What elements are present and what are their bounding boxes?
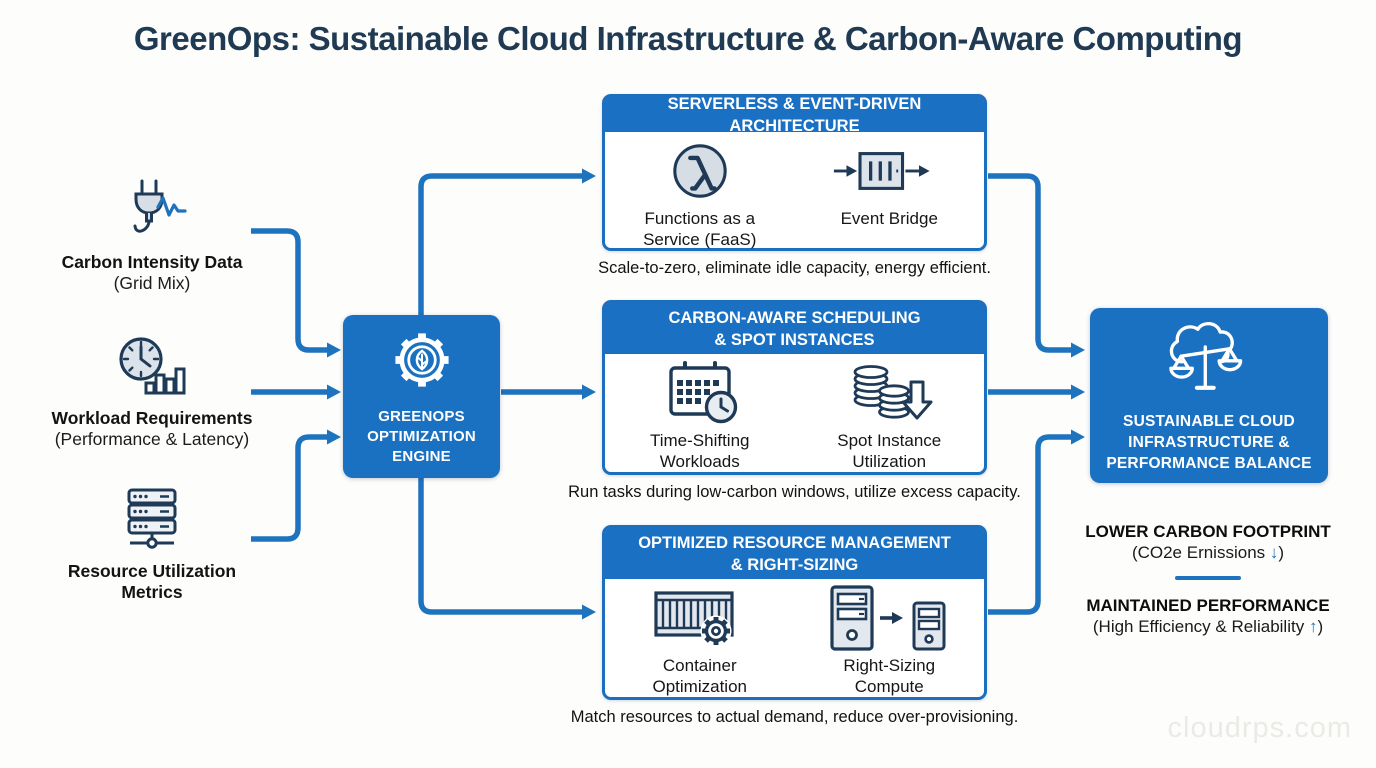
coins-down-arrow-icon bbox=[795, 356, 985, 430]
box-header: OPTIMIZED RESOURCE MANAGEMENT & RIGHT-SI… bbox=[605, 528, 984, 579]
input-label: Workload Requirements bbox=[51, 408, 253, 428]
item-label-line1: Event Bridge bbox=[840, 209, 938, 228]
box-header: CARBON-AWARE SCHEDULING & SPOT INSTANCES bbox=[605, 303, 984, 354]
clock-bars-icon bbox=[32, 330, 272, 402]
benefit-title: LOWER CARBON FOOTPRINT bbox=[1085, 522, 1331, 541]
plug-pulse-icon bbox=[32, 174, 272, 246]
input-label: Resource Utilization bbox=[67, 561, 237, 581]
gear-leaf-icon bbox=[389, 327, 455, 398]
event-bridge-icon bbox=[795, 134, 985, 208]
connector-engine-serverless bbox=[418, 168, 596, 315]
carbon-aware-scheduling-box: CARBON-AWARE SCHEDULING & SPOT INSTANCES bbox=[602, 300, 987, 475]
watermark: cloudrps.com bbox=[1167, 712, 1352, 744]
benefit-maintained-performance: MAINTAINED PERFORMANCE (High Efficiency … bbox=[1058, 595, 1358, 637]
cloud-scales-icon bbox=[1157, 318, 1261, 405]
input-sublabel: Metrics bbox=[121, 582, 183, 602]
input-carbon-intensity: Carbon Intensity Data (Grid Mix) bbox=[32, 174, 272, 294]
lambda-circle-icon bbox=[605, 134, 795, 208]
container-gear-icon bbox=[605, 581, 795, 655]
engine-label-line1: GREENOPS bbox=[378, 407, 465, 425]
event-bridge-item: Event Bridge bbox=[795, 132, 985, 250]
up-arrow-icon: ↑ bbox=[1308, 617, 1318, 636]
input-sublabel: (Grid Mix) bbox=[113, 273, 191, 293]
server-stack-icon bbox=[32, 483, 272, 555]
benefit-subtitle-close: ) bbox=[1317, 617, 1324, 636]
benefit-title: MAINTAINED PERFORMANCE bbox=[1086, 596, 1330, 615]
item-label-line1: Spot Instance bbox=[837, 431, 942, 450]
calendar-clock-icon bbox=[605, 356, 795, 430]
item-label-line1: Time-Shifting bbox=[649, 431, 750, 450]
engine-label-line2: OPTIMIZATION bbox=[367, 427, 476, 445]
item-label-line2: Optimization bbox=[652, 677, 747, 696]
benefit-subtitle: (High Efficiency & Reliability ↑) bbox=[1058, 616, 1358, 637]
benefit-subtitle-text: (High Efficiency & Reliability bbox=[1092, 617, 1305, 636]
serverless-caption: Scale-to-zero, eliminate idle capacity, … bbox=[598, 259, 991, 277]
sustainable-cloud-outcome-box: SUSTAINABLE CLOUD INFRASTRUCTURE & PERFO… bbox=[1090, 308, 1328, 483]
item-label-line2: Utilization bbox=[852, 452, 927, 471]
benefit-subtitle-text: (CO2e Ernissions bbox=[1131, 543, 1266, 562]
item-label-line1: Right-Sizing bbox=[843, 656, 936, 675]
benefits-divider bbox=[1175, 576, 1241, 580]
box-header-line1: OPTIMIZED RESOURCE MANAGEMENT bbox=[638, 533, 951, 552]
box-header-line2: & SPOT INSTANCES bbox=[714, 330, 875, 349]
engine-label-line3: ENGINE bbox=[392, 447, 451, 465]
item-label-line2: Compute bbox=[854, 677, 924, 696]
time-shifting-item: Time-Shifting Workloads bbox=[605, 354, 795, 472]
box-header-line1: SERVERLESS & EVENT-DRIVEN ARCHITECTURE bbox=[667, 94, 922, 135]
item-label-line2: Workloads bbox=[659, 452, 740, 471]
outcome-label-line1: SUSTAINABLE CLOUD bbox=[1123, 412, 1295, 430]
item-label-line2: Service (FaaS) bbox=[643, 230, 757, 249]
outcome-label-line2: INFRASTRUCTURE & bbox=[1128, 433, 1290, 451]
item-label-line1: Container bbox=[662, 656, 737, 675]
benefit-lower-carbon: LOWER CARBON FOOTPRINT (CO2e Ernissions … bbox=[1058, 521, 1358, 563]
right-sizing-item: Right-Sizing Compute bbox=[795, 579, 985, 697]
box-header: SERVERLESS & EVENT-DRIVEN ARCHITECTURE bbox=[605, 95, 984, 135]
resource-caption: Match resources to actual demand, reduce… bbox=[570, 708, 1019, 726]
box-header-line2: & RIGHT-SIZING bbox=[730, 555, 859, 574]
right-sizing-servers-icon bbox=[795, 581, 985, 655]
input-label: Carbon Intensity Data bbox=[61, 252, 243, 272]
faas-item: Functions as a Service (FaaS) bbox=[605, 132, 795, 250]
input-sublabel: (Performance & Latency) bbox=[54, 429, 250, 449]
outcome-label-line3: PERFORMANCE BALANCE bbox=[1106, 454, 1312, 472]
input-workload-requirements: Workload Requirements (Performance & Lat… bbox=[32, 330, 272, 450]
input-resource-utilization: Resource Utilization Metrics bbox=[32, 483, 272, 603]
resource-management-box: OPTIMIZED RESOURCE MANAGEMENT & RIGHT-SI… bbox=[602, 525, 987, 700]
scheduling-caption: Run tasks during low-carbon windows, uti… bbox=[568, 483, 1021, 501]
page-title: GreenOps: Sustainable Cloud Infrastructu… bbox=[133, 20, 1243, 57]
benefit-subtitle: (CO2e Ernissions ↓) bbox=[1058, 542, 1358, 563]
serverless-architecture-box: SERVERLESS & EVENT-DRIVEN ARCHITECTURE F… bbox=[602, 94, 987, 251]
spot-instance-item: Spot Instance Utilization bbox=[795, 354, 985, 472]
down-arrow-icon: ↓ bbox=[1269, 543, 1279, 562]
container-optimization-item: Container Optimization bbox=[605, 579, 795, 697]
item-label-line1: Functions as a bbox=[644, 209, 756, 228]
box-header-line1: CARBON-AWARE SCHEDULING bbox=[668, 308, 921, 327]
benefit-subtitle-close: ) bbox=[1278, 543, 1285, 562]
greenops-optimization-engine: GREENOPS OPTIMIZATION ENGINE bbox=[343, 315, 500, 478]
